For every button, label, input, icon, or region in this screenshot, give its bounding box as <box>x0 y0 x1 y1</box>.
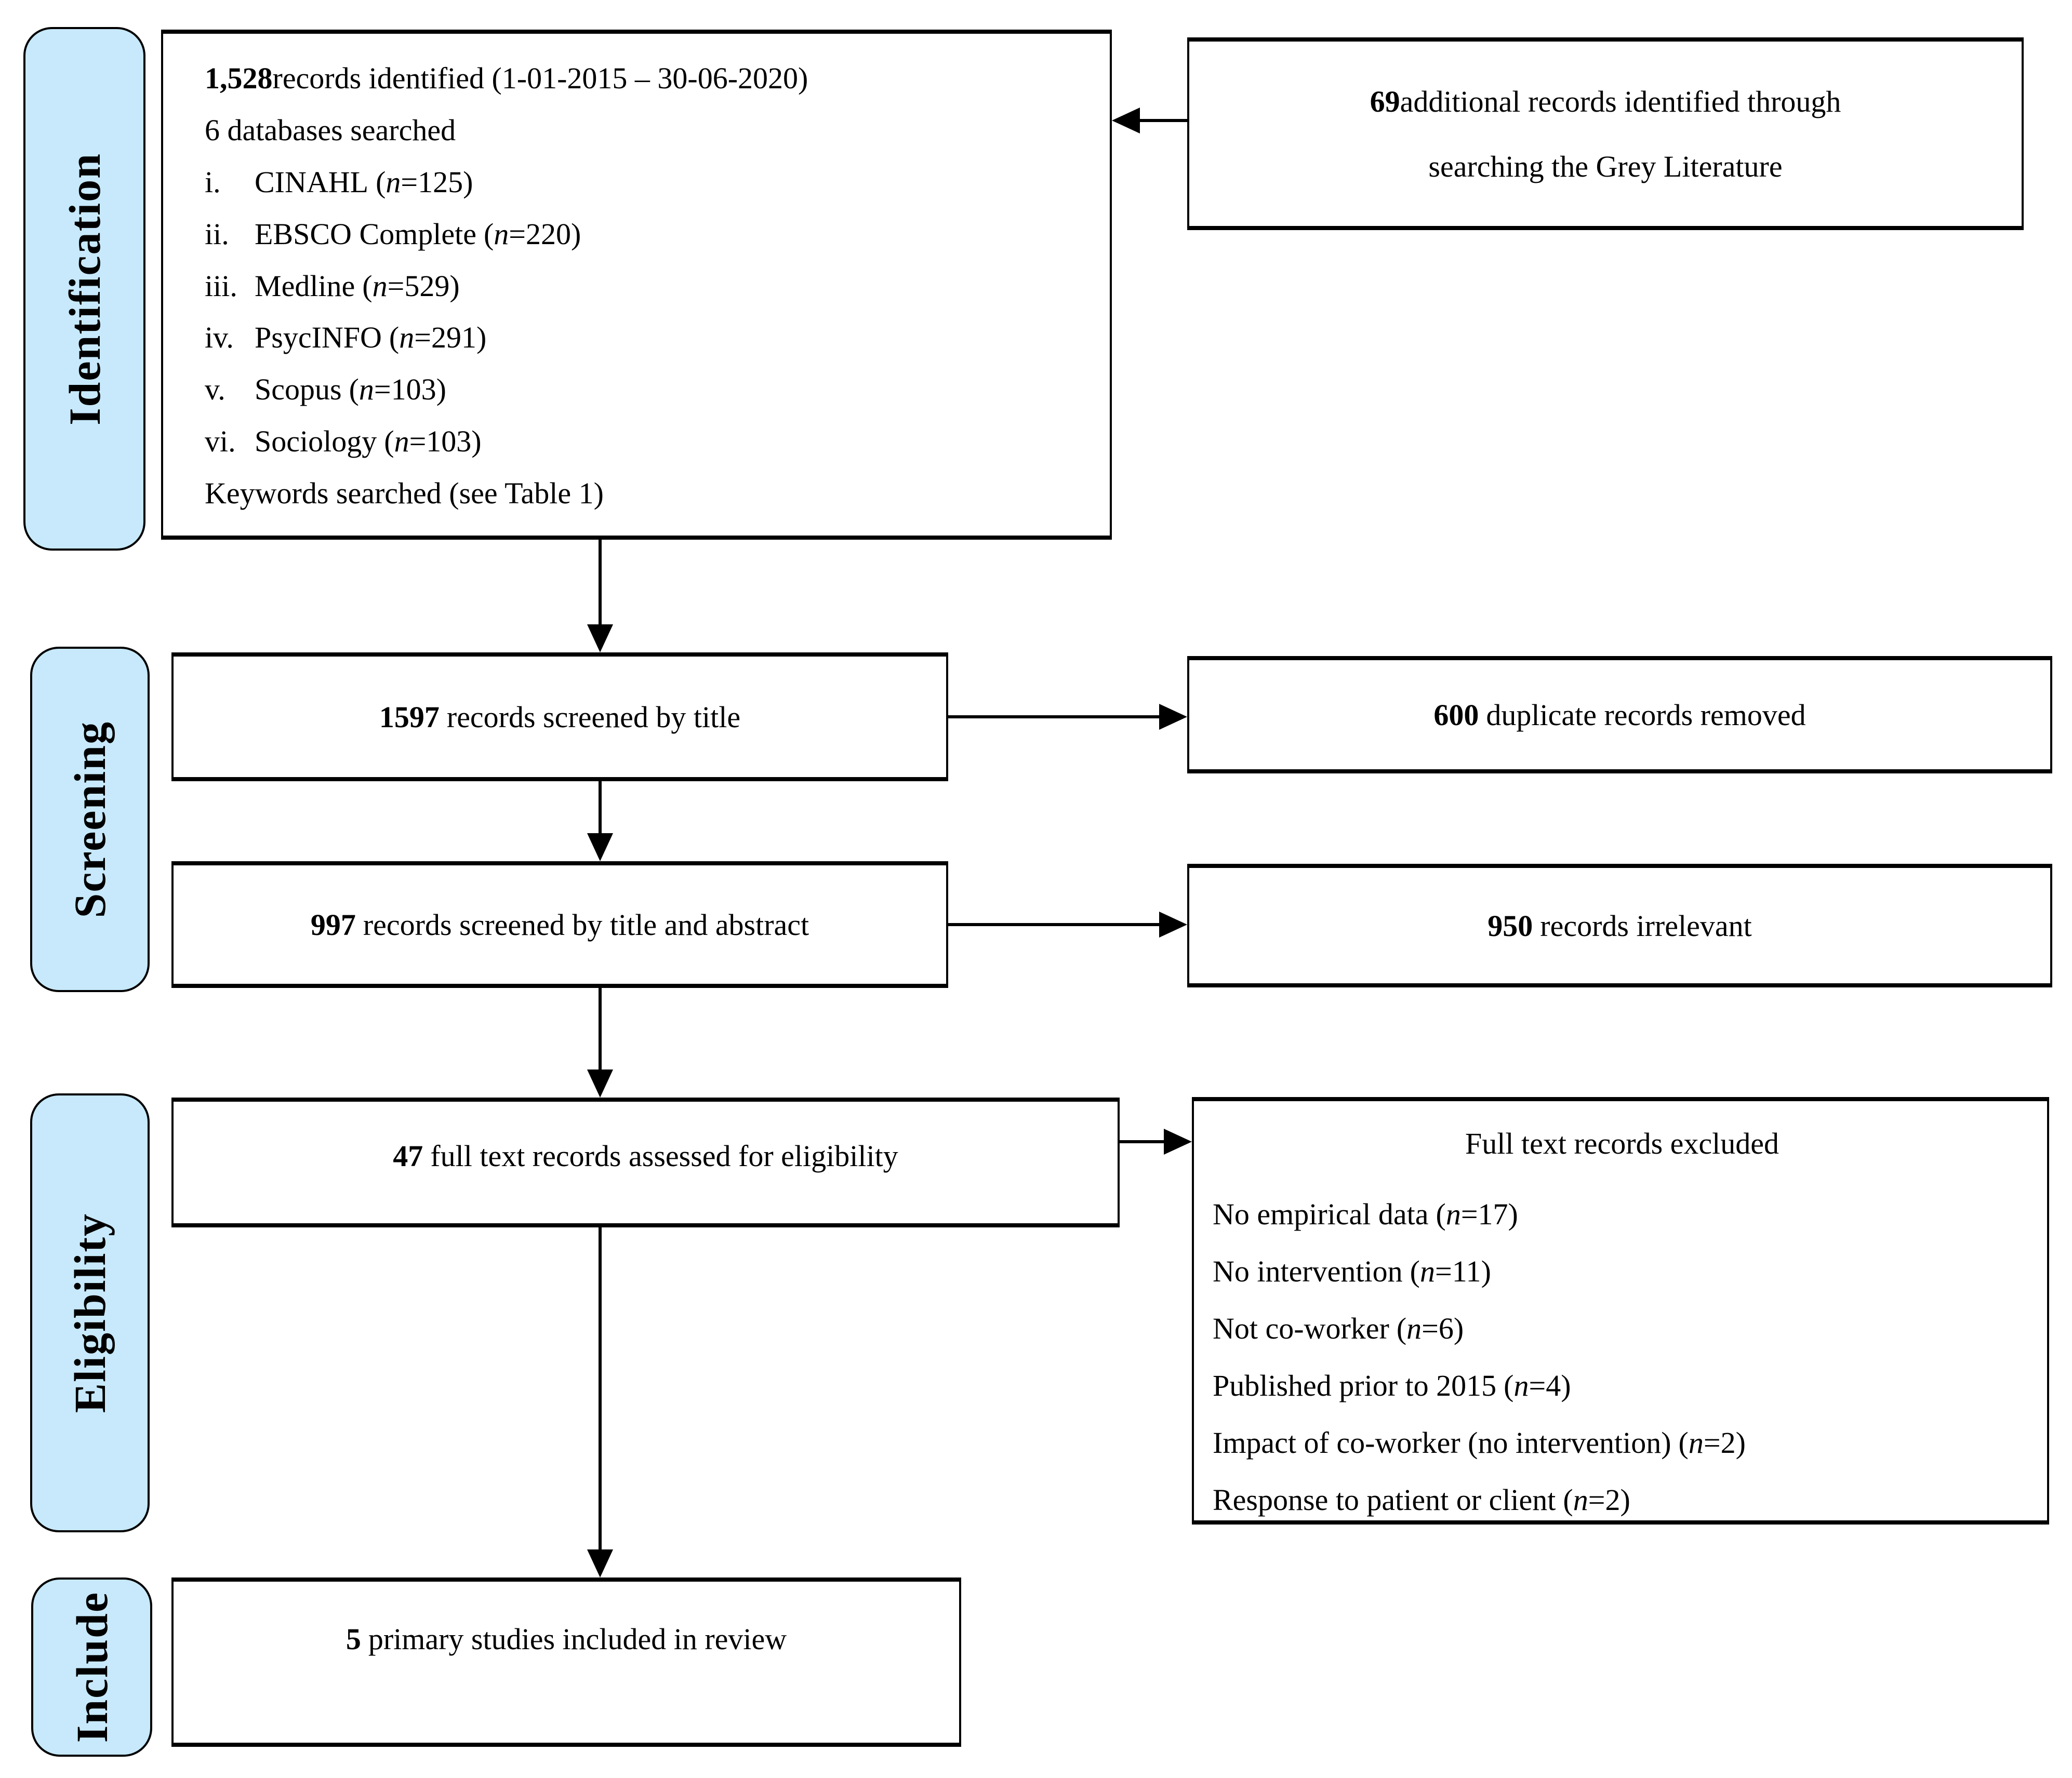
database-name: Scopus <box>255 372 342 407</box>
database-name: Sociology <box>255 424 377 459</box>
arrow-title-to-abstract-head <box>587 833 613 861</box>
records-irrelevant-count: 950 <box>1487 908 1533 943</box>
database-count: (n=291) <box>389 320 487 355</box>
fulltext-excluded-box: Full text records excluded No empirical … <box>1192 1097 2049 1525</box>
fulltext-assessed-count: 47 <box>393 1139 423 1173</box>
stage-label-identification: Identification <box>23 27 145 551</box>
database-count: (n=125) <box>376 165 473 199</box>
exclusion-reason: Not co-worker(n=6) <box>1213 1312 1464 1345</box>
database-name: Medline <box>255 269 355 303</box>
database-item: iv. PsycINFO(n=291) <box>205 320 1094 355</box>
database-name: CINAHL <box>255 165 369 199</box>
exclusion-reason: No intervention(n=11) <box>1213 1254 1491 1288</box>
database-numeral: v. <box>205 372 225 407</box>
database-numeral: vi. <box>205 424 236 459</box>
arrow-title-to-abstract-line <box>599 781 602 833</box>
database-count: (n=529) <box>362 269 460 303</box>
arrow-abstract-to-fulltext-head <box>587 1070 613 1098</box>
arrow-abstract-to-fulltext-line <box>599 987 602 1070</box>
database-numeral: iii. <box>205 269 237 303</box>
arrow-abstract-to-irrelevant-line <box>948 923 1159 926</box>
stage-label-include: Include <box>31 1578 152 1757</box>
stage-label-text: Identification <box>59 152 110 425</box>
duplicates-removed-count: 600 <box>1433 698 1479 732</box>
database-numeral: i. <box>205 165 221 199</box>
stage-label-screening: Screening <box>30 647 150 992</box>
exclusion-reason: No empirical data(n=17) <box>1213 1197 1518 1231</box>
arrow-title-to-duplicates-head <box>1159 704 1187 730</box>
grey-literature-line2: searching the Grey Literature <box>1428 149 1783 183</box>
records-identified-text: records identified (1-01-2015 – 30-06-20… <box>272 61 808 95</box>
database-name: PsycINFO <box>255 320 382 355</box>
exclusion-reason: Published prior to 2015(n=4) <box>1213 1369 1571 1402</box>
exclusion-reason: Response to patient or client(n=2) <box>1213 1483 1630 1517</box>
arrow-fulltext-to-excluded-head <box>1164 1129 1192 1155</box>
arrow-identification-to-screening-line <box>599 540 602 624</box>
arrow-greylit-to-identification-head <box>1112 108 1140 133</box>
records-identified-line: 1,528records identified (1-01-2015 – 30-… <box>205 61 1094 96</box>
database-name: EBSCO Complete <box>255 217 476 251</box>
screened-by-title-count: 1597 <box>379 700 440 734</box>
records-identified-count: 1,528 <box>205 61 273 95</box>
grey-literature-line1: 69additional records identified through <box>1370 84 1841 118</box>
arrow-fulltext-to-included-line <box>599 1227 602 1549</box>
arrow-identification-to-screening-head <box>587 624 613 652</box>
database-item: vi. Sociology(n=103) <box>205 424 1094 459</box>
stage-label-text: Screening <box>65 720 115 918</box>
fulltext-excluded-title: Full text records excluded <box>1465 1127 1779 1160</box>
grey-literature-count: 69 <box>1370 84 1400 118</box>
arrow-fulltext-to-excluded-line <box>1120 1140 1164 1143</box>
databases-heading: 6 databases searched <box>205 113 456 147</box>
keywords-note: Keywords searched (see Table 1) <box>205 476 604 510</box>
database-item: v. Scopus(n=103) <box>205 372 1094 407</box>
database-numeral: ii. <box>205 217 229 251</box>
exclusion-reason: Impact of co-worker (no intervention)(n=… <box>1213 1426 1746 1460</box>
database-item: i. CINAHL(n=125) <box>205 165 1094 199</box>
arrow-fulltext-to-included-head <box>587 1549 613 1578</box>
database-count: (n=103) <box>384 424 482 459</box>
grey-literature-box: 69additional records identified through … <box>1187 37 2024 230</box>
identification-records-box: 1,528records identified (1-01-2015 – 30-… <box>161 30 1112 540</box>
database-numeral: iv. <box>205 320 234 355</box>
included-studies-count: 5 <box>346 1622 361 1656</box>
arrow-greylit-to-identification-line <box>1140 119 1187 122</box>
database-count: (n=220) <box>483 217 581 251</box>
stage-label-eligibility: Eligibility <box>30 1093 150 1532</box>
stage-label-text: Eligibility <box>65 1212 115 1413</box>
arrow-title-to-duplicates-line <box>948 715 1159 718</box>
screened-by-title-abstract-count: 997 <box>310 907 356 942</box>
stage-label-text: Include <box>67 1591 117 1743</box>
arrow-abstract-to-irrelevant-head <box>1159 912 1187 938</box>
database-item: ii. EBSCO Complete(n=220) <box>205 217 1094 251</box>
database-count: (n=103) <box>349 372 446 407</box>
database-item: iii. Medline(n=529) <box>205 269 1094 303</box>
